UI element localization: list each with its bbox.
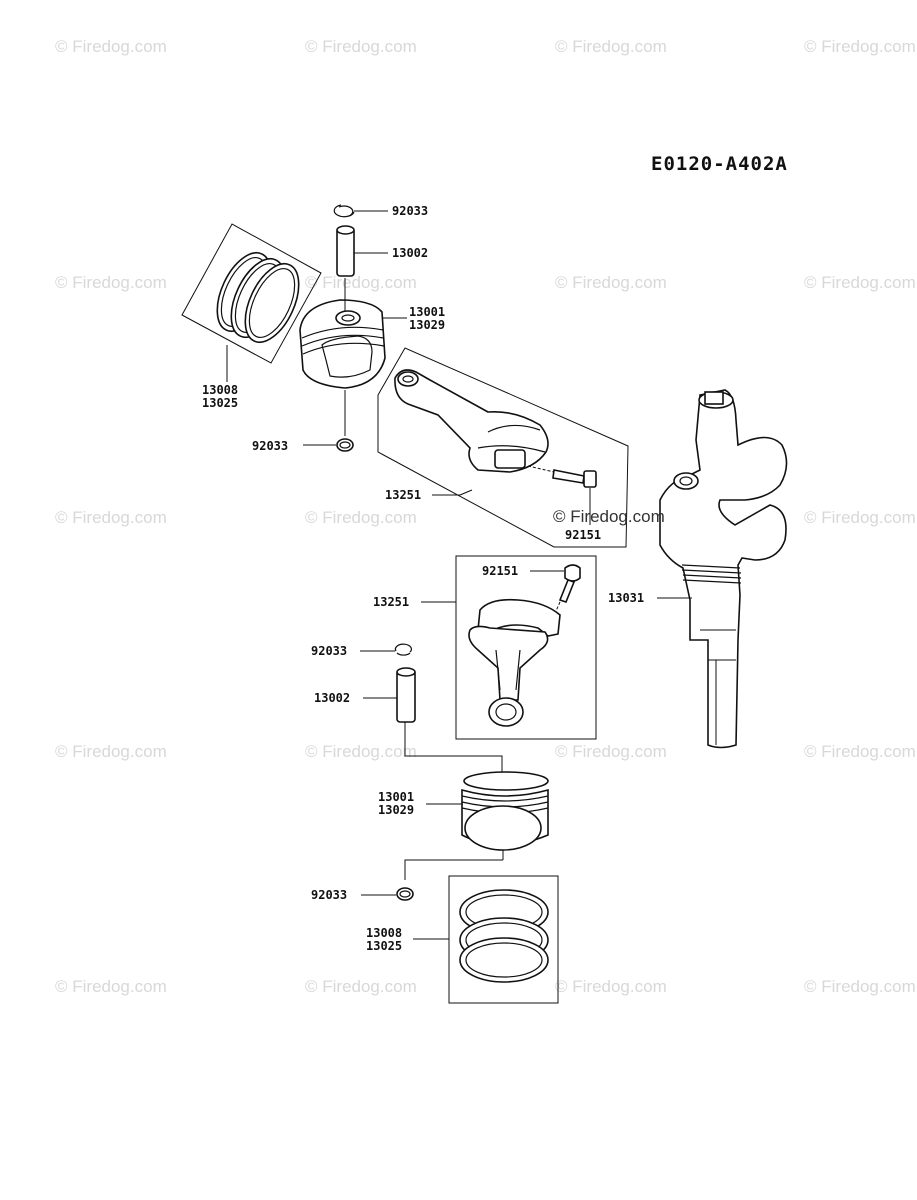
diagram-code: E0120-A402A	[651, 153, 788, 175]
watermark: © Firedog.com	[804, 508, 916, 527]
part-label[interactable]: 92033	[392, 204, 429, 218]
watermark: © Firedog.com	[555, 977, 667, 996]
part-label[interactable]: 13025	[202, 396, 239, 410]
watermark: © Firedog.com	[55, 742, 167, 761]
watermark: © Firedog.com	[555, 742, 667, 761]
watermark: © Firedog.com	[55, 508, 167, 527]
piston-ring-set-icon	[459, 889, 549, 983]
watermark: © Firedog.com	[804, 742, 916, 761]
watermark-center: © Firedog.com	[553, 507, 665, 526]
part-label[interactable]: 13001	[378, 790, 415, 804]
circlip-icon	[396, 887, 414, 901]
watermark: © Firedog.com	[305, 37, 417, 56]
watermark: © Firedog.com	[804, 37, 916, 56]
watermark: © Firedog.com	[804, 977, 916, 996]
part-label[interactable]: 13031	[608, 591, 645, 605]
piston-ring-set-icon	[181, 223, 322, 364]
watermark: © Firedog.com	[305, 273, 417, 292]
part-label[interactable]: 13002	[392, 246, 429, 260]
bolt-icon	[527, 465, 597, 488]
watermark: © Firedog.com	[55, 977, 167, 996]
part-label[interactable]: 13029	[378, 803, 415, 817]
piston-icon	[299, 278, 386, 389]
part-label[interactable]: 92033	[311, 644, 348, 658]
part-label[interactable]: 92151	[482, 564, 519, 578]
part-label[interactable]: 13025	[366, 939, 403, 953]
part-label[interactable]: 13029	[409, 318, 446, 332]
watermark: © Firedog.com	[305, 977, 417, 996]
watermark: © Firedog.com	[555, 37, 667, 56]
part-label[interactable]: 13251	[373, 595, 410, 609]
piston-pin-icon	[336, 225, 355, 277]
circlip-icon	[333, 204, 355, 218]
part-label[interactable]: 13002	[314, 691, 351, 705]
part-label[interactable]: 13001	[409, 305, 446, 319]
part-label[interactable]: 13008	[366, 926, 403, 940]
part-label[interactable]: 13008	[202, 383, 239, 397]
watermark: © Firedog.com	[305, 508, 417, 527]
piston-pin-icon	[396, 667, 416, 723]
connecting-rod-icon	[468, 598, 561, 727]
watermark: © Firedog.com	[55, 273, 167, 292]
part-label[interactable]: 13251	[385, 488, 422, 502]
part-label[interactable]: 92033	[311, 888, 348, 902]
watermark: © Firedog.com	[555, 273, 667, 292]
crankshaft-icon	[659, 389, 788, 749]
circlip-icon	[336, 438, 354, 452]
watermark: © Firedog.com	[305, 742, 417, 761]
part-label[interactable]: 92033	[252, 439, 289, 453]
piston-icon	[461, 771, 549, 851]
watermark: © Firedog.com	[804, 273, 916, 292]
connecting-rod-icon	[394, 369, 549, 473]
watermark: © Firedog.com	[55, 37, 167, 56]
part-label[interactable]: 92151	[565, 528, 602, 542]
circlip-icon	[394, 643, 413, 656]
